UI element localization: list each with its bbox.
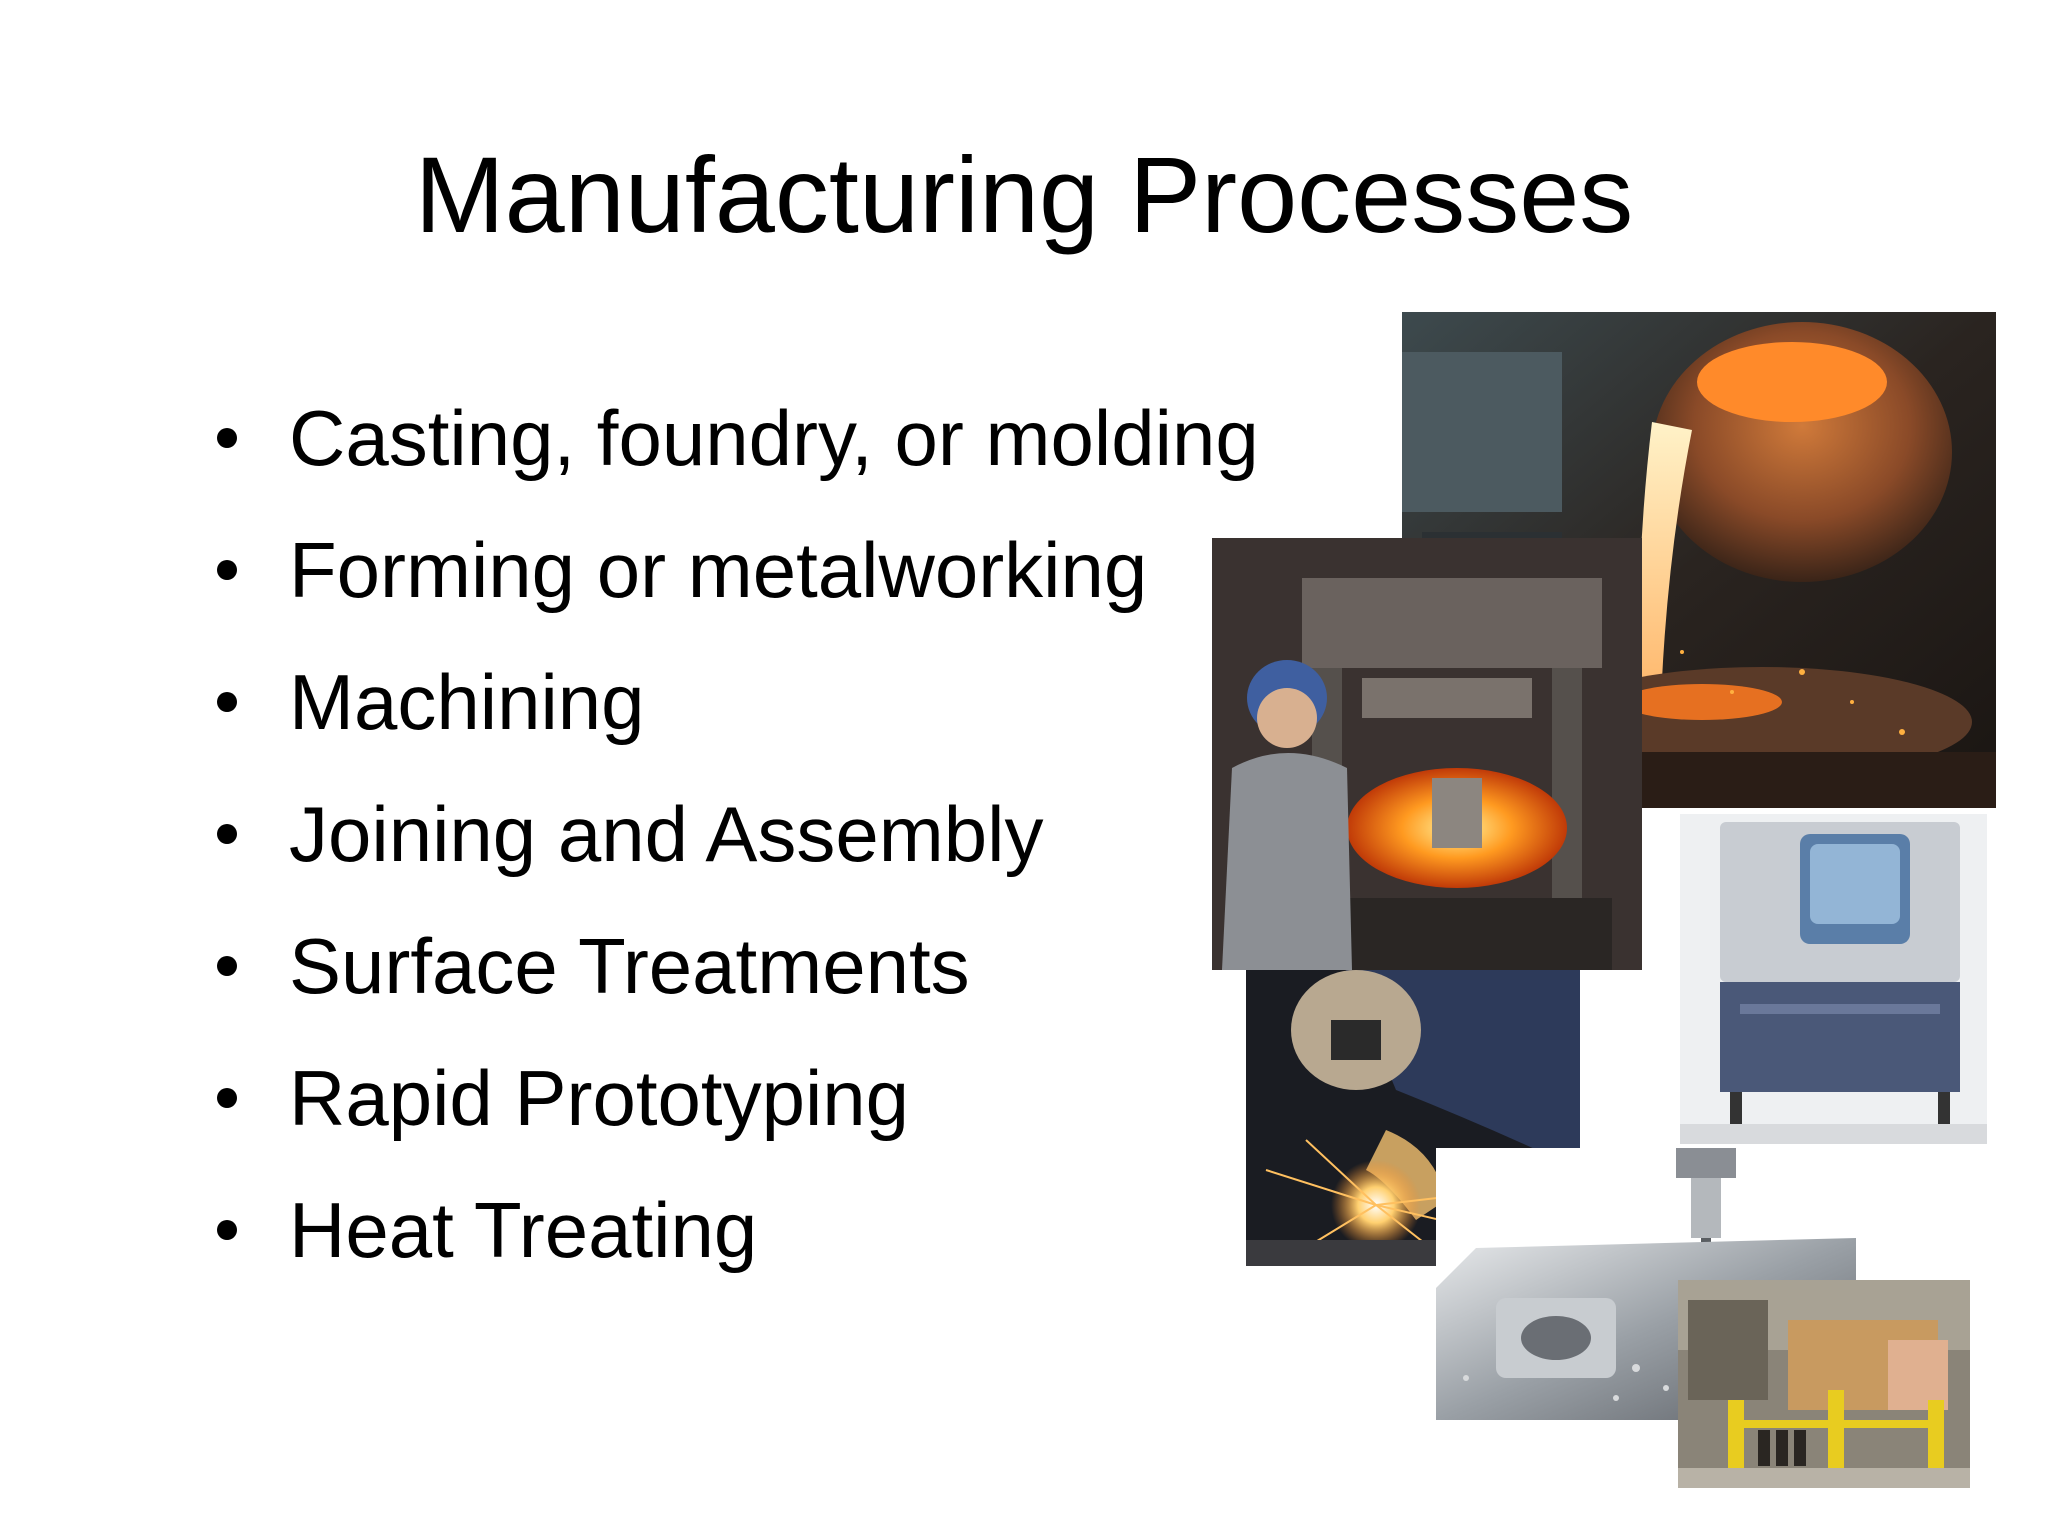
bullet-item: Machining bbox=[205, 636, 1259, 768]
bullet-item: Forming or metalworking bbox=[205, 504, 1259, 636]
bullet-text: Casting, foundry, or molding bbox=[289, 394, 1259, 482]
bullet-dot-icon bbox=[217, 1088, 237, 1108]
bullet-dot-icon bbox=[217, 428, 237, 448]
bullet-text: Heat Treating bbox=[289, 1186, 758, 1274]
bullet-list: Casting, foundry, or molding Forming or … bbox=[205, 372, 1259, 1296]
bullet-dot-icon bbox=[217, 956, 237, 976]
bullet-dot-icon bbox=[217, 824, 237, 844]
bullet-text: Forming or metalworking bbox=[289, 526, 1148, 614]
bullet-text: Joining and Assembly bbox=[289, 790, 1044, 878]
bullet-item: Rapid Prototyping bbox=[205, 1032, 1259, 1164]
bullet-text: Machining bbox=[289, 658, 645, 746]
bullet-text: Surface Treatments bbox=[289, 922, 970, 1010]
3d-printer-photo bbox=[1680, 814, 1987, 1144]
slide-title: Manufacturing Processes bbox=[414, 134, 1634, 255]
bullet-dot-icon bbox=[217, 1220, 237, 1240]
bullet-dot-icon bbox=[217, 692, 237, 712]
bullet-item: Heat Treating bbox=[205, 1164, 1259, 1296]
heat-treat-furnace-photo bbox=[1678, 1280, 1970, 1488]
bullet-item: Surface Treatments bbox=[205, 900, 1259, 1032]
bullet-item: Casting, foundry, or molding bbox=[205, 372, 1259, 504]
bullet-text: Rapid Prototyping bbox=[289, 1054, 910, 1142]
forging-press-photo bbox=[1212, 538, 1642, 970]
bullet-dot-icon bbox=[217, 560, 237, 580]
bullet-item: Joining and Assembly bbox=[205, 768, 1259, 900]
